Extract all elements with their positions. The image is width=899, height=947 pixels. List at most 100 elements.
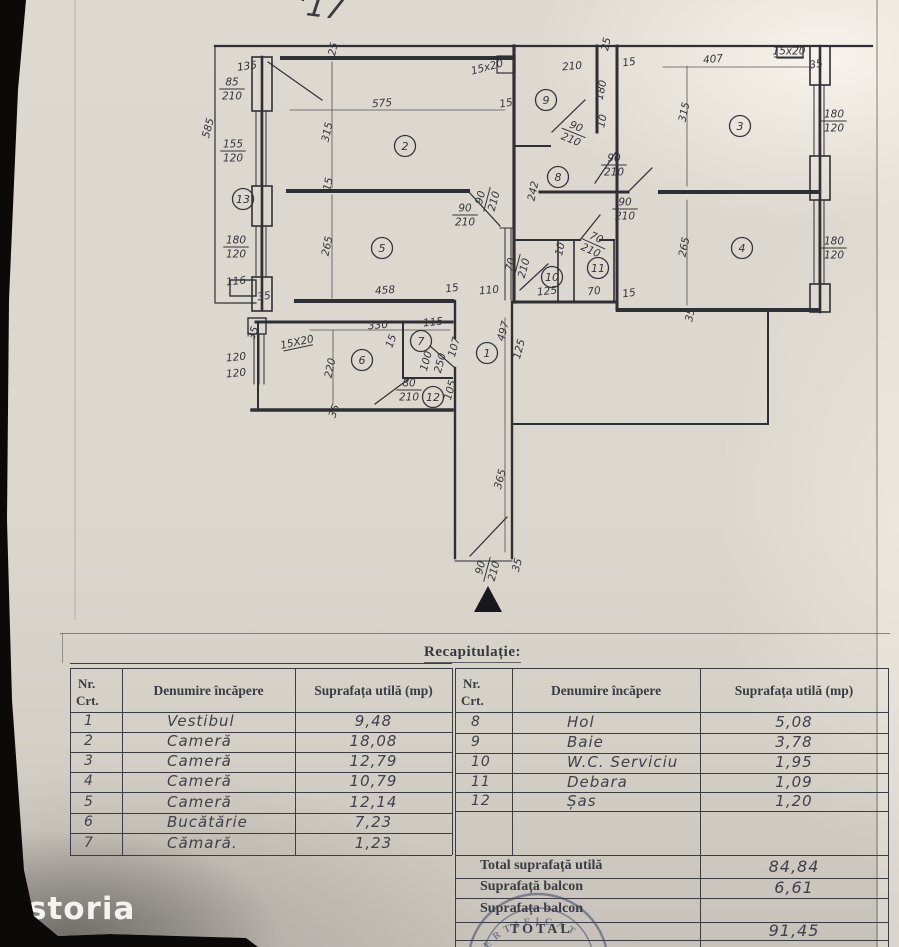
svg-text:585: 585 bbox=[200, 117, 217, 140]
dimension-label: 407 bbox=[703, 53, 724, 67]
svg-text:250: 250 bbox=[432, 352, 449, 375]
svg-text:220: 220 bbox=[323, 357, 339, 379]
table-border bbox=[452, 668, 453, 855]
table-border bbox=[295, 668, 296, 855]
svg-text:107: 107 bbox=[446, 336, 463, 359]
room-number: 9 bbox=[534, 88, 558, 112]
svg-text:1: 1 bbox=[484, 347, 491, 360]
col-header-name: Denumire încăpere bbox=[153, 683, 264, 698]
svg-text:265: 265 bbox=[320, 235, 336, 257]
svg-text:4: 4 bbox=[739, 242, 746, 255]
svg-text:120: 120 bbox=[225, 350, 247, 364]
room-number: 4 bbox=[730, 236, 754, 260]
header-separator bbox=[70, 712, 452, 713]
room-number: 5 bbox=[370, 236, 394, 260]
dimension-label: 25 bbox=[326, 41, 341, 57]
table-border bbox=[512, 668, 513, 855]
svg-text:8: 8 bbox=[555, 171, 562, 184]
svg-text:15: 15 bbox=[445, 282, 460, 296]
totals-value: 84,84 bbox=[768, 856, 820, 876]
dimension-label: 210 bbox=[562, 60, 583, 74]
svg-text:155: 155 bbox=[223, 139, 243, 151]
room-number: 12 bbox=[421, 385, 445, 409]
svg-text:210: 210 bbox=[562, 60, 583, 74]
svg-text:315: 315 bbox=[677, 101, 693, 123]
svg-text:180: 180 bbox=[824, 236, 844, 248]
table-border bbox=[70, 668, 71, 855]
dimension-label: 107 bbox=[446, 336, 463, 359]
dimension-label: 575 bbox=[372, 97, 393, 110]
svg-text:70: 70 bbox=[588, 230, 605, 247]
col-header-nr: Crt. bbox=[461, 693, 484, 708]
paper-edge-band bbox=[878, 0, 899, 947]
ruled-pencil-tick bbox=[62, 633, 63, 663]
svg-text:2: 2 bbox=[402, 140, 409, 153]
svg-text:35: 35 bbox=[257, 290, 272, 304]
svg-text:180: 180 bbox=[226, 235, 246, 247]
totals-bottom-border bbox=[455, 940, 888, 941]
svg-text:35: 35 bbox=[808, 57, 824, 71]
svg-text:125: 125 bbox=[511, 338, 528, 361]
dimension-label: 265 bbox=[677, 236, 693, 258]
svg-text:210: 210 bbox=[399, 392, 419, 404]
svg-text:3: 3 bbox=[737, 120, 744, 133]
svg-text:210: 210 bbox=[615, 211, 635, 223]
dimension-label: 120 bbox=[225, 350, 247, 364]
dimension-label: 25 bbox=[599, 36, 614, 52]
svg-text:35: 35 bbox=[327, 403, 343, 420]
svg-text:25: 25 bbox=[599, 36, 614, 52]
room-number: 1 bbox=[475, 341, 499, 365]
svg-text:120: 120 bbox=[824, 250, 844, 262]
svg-text:11: 11 bbox=[591, 262, 605, 275]
svg-text:7: 7 bbox=[418, 335, 425, 348]
totals-label: Total suprafață utilă bbox=[480, 857, 603, 873]
dimension-label: 315 bbox=[677, 101, 693, 123]
svg-text:210: 210 bbox=[486, 560, 503, 583]
table-border bbox=[888, 668, 889, 947]
dimension-label: 220 bbox=[323, 357, 339, 379]
dimension-label: 315 bbox=[320, 121, 336, 143]
cell-nr: 2 bbox=[84, 733, 94, 749]
dimension-label: 70 bbox=[587, 285, 602, 299]
row-separator bbox=[70, 732, 452, 733]
svg-text:15x20: 15x20 bbox=[470, 57, 505, 77]
col-header-area: Suprafața utilă (mp) bbox=[734, 683, 854, 698]
cell-room-name: Șas bbox=[567, 791, 597, 810]
dimension-label: 15 bbox=[498, 96, 514, 110]
svg-text:5: 5 bbox=[379, 242, 386, 255]
svg-text:15: 15 bbox=[321, 176, 336, 192]
cell-room-name: W.C. Serviciu bbox=[567, 753, 679, 771]
dimension-label: 116 bbox=[225, 274, 247, 288]
cell-area-value: 1,23 bbox=[354, 834, 393, 852]
svg-text:116: 116 bbox=[225, 274, 247, 288]
dimension-label: 15 bbox=[445, 282, 460, 296]
cell-area-value: 12,79 bbox=[349, 752, 398, 770]
svg-text:15X20: 15X20 bbox=[279, 333, 315, 352]
svg-text:10: 10 bbox=[595, 113, 610, 129]
cell-area-value: 18,08 bbox=[349, 732, 398, 750]
table-top-border bbox=[70, 663, 452, 664]
svg-text:80: 80 bbox=[402, 378, 416, 390]
cell-nr: 11 bbox=[471, 773, 491, 790]
svg-text:120: 120 bbox=[225, 366, 247, 380]
svg-text:70: 70 bbox=[587, 285, 602, 299]
room-number: 10 bbox=[540, 265, 564, 289]
totals-label: TOTAL bbox=[510, 922, 573, 937]
dimension-label: 35 bbox=[683, 307, 698, 323]
cell-nr: 9 bbox=[471, 734, 481, 750]
svg-text:575: 575 bbox=[372, 97, 393, 110]
dimension-label: 15 bbox=[321, 176, 336, 192]
svg-text:180: 180 bbox=[594, 79, 610, 101]
row-separator bbox=[455, 792, 888, 793]
row-separator bbox=[455, 811, 888, 812]
